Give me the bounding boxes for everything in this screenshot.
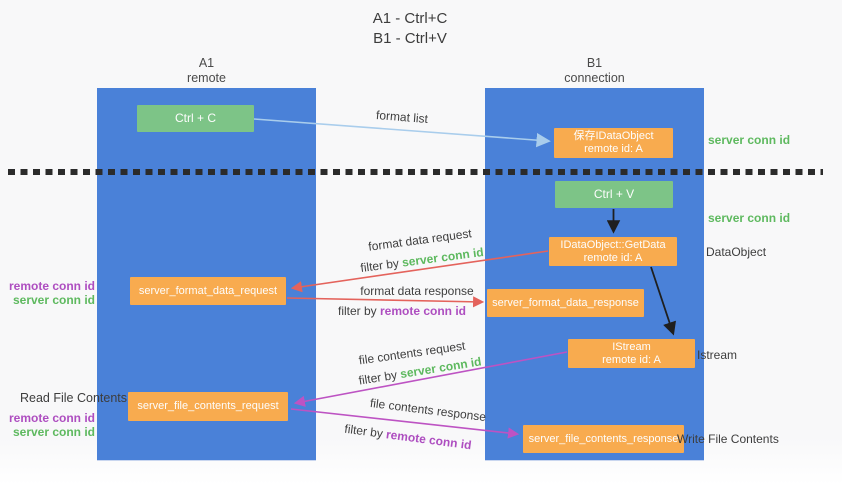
- box-server-format-data-response: server_format_data_response: [487, 289, 644, 317]
- lane-b1-role: connection: [564, 71, 625, 85]
- box-server-file-contents-response: server_file_contents_response: [523, 425, 684, 453]
- box-server-file-contents-request-label: server_file_contents_request: [137, 400, 279, 412]
- phase-divider-line: [8, 169, 823, 175]
- lane-b1-name: B1: [586, 56, 603, 70]
- server-conn-id-text: server conn id: [401, 244, 485, 270]
- box-server-format-data-request-label: server_format_data_request: [138, 284, 278, 297]
- diagram-title: A1 - Ctrl+C B1 - Ctrl+V: [0, 9, 820, 49]
- box-server-file-contents-response-label: server_file_contents_response: [528, 432, 679, 445]
- label-read-file-contents: Read File Contents: [20, 391, 128, 405]
- remote-conn-id-text: remote conn id: [385, 427, 473, 453]
- box-istream-line2: remote id: A: [602, 353, 661, 366]
- filter-by-text: filter by: [343, 421, 388, 442]
- filter-by-text: filter by: [357, 367, 402, 388]
- label-server-conn-id-right-2: server conn id: [708, 211, 791, 225]
- lane-a1-header: A1 remote: [97, 56, 316, 86]
- label-remote-conn-id-left-1: remote conn id: [8, 279, 95, 293]
- box-istream: IStream remote id: A: [568, 339, 695, 368]
- label-filter-format-response: filter by remote conn id: [338, 304, 466, 318]
- box-server-format-data-request: server_format_data_request: [130, 277, 286, 305]
- box-idataobject-getdata-line2: remote id: A: [583, 251, 643, 264]
- title-line-2: B1 - Ctrl+V: [373, 30, 447, 47]
- label-file-contents-response: file contents response: [369, 395, 487, 425]
- label-format-list: format list: [375, 107, 429, 127]
- box-idataobject-getdata: IDataObject::GetData remote id: A: [549, 237, 677, 266]
- box-server-file-contents-request: server_file_contents_request: [128, 392, 288, 421]
- filter-by-text: filter by: [337, 304, 380, 318]
- box-ctrl-c: Ctrl + C: [137, 105, 254, 132]
- title-line-1: A1 - Ctrl+C: [372, 10, 448, 27]
- label-filter-file-response: filter by remote conn id: [344, 422, 473, 453]
- box-idataobject-getdata-line1: IDataObject::GetData: [560, 238, 666, 251]
- box-ctrl-c-label: Ctrl + C: [174, 111, 216, 125]
- box-save-idataobject: 保存IDataObject remote id: A: [554, 128, 673, 158]
- box-ctrl-v-label: Ctrl + V: [593, 187, 635, 201]
- box-save-idataobject-line2: remote id: A: [584, 143, 643, 155]
- label-istream: Istream: [697, 348, 738, 362]
- box-server-format-data-response-label: server_format_data_response: [492, 296, 639, 309]
- label-format-data-response: format data response: [360, 284, 474, 298]
- filter-by-text: filter by: [359, 255, 404, 276]
- remote-conn-id-text: remote conn id: [380, 304, 467, 318]
- label-write-file-contents: Write File Contents: [677, 432, 779, 446]
- label-server-conn-id-left-1: server conn id: [12, 293, 95, 307]
- box-save-idataobject-line1: 保存IDataObject: [573, 130, 654, 142]
- label-remote-conn-id-left-2: remote conn id: [8, 411, 95, 425]
- lane-a1-role: remote: [187, 71, 226, 85]
- lane-a1-name: A1: [198, 56, 215, 70]
- box-ctrl-v: Ctrl + V: [555, 181, 673, 208]
- arrow-format-data-response: [286, 296, 485, 308]
- lane-b1-header: B1 connection: [485, 56, 704, 86]
- label-dataobject: DataObject: [706, 245, 767, 259]
- label-server-conn-id-right-1: server conn id: [708, 133, 791, 147]
- label-server-conn-id-left-2: server conn id: [12, 425, 95, 439]
- box-istream-line1: IStream: [612, 340, 651, 353]
